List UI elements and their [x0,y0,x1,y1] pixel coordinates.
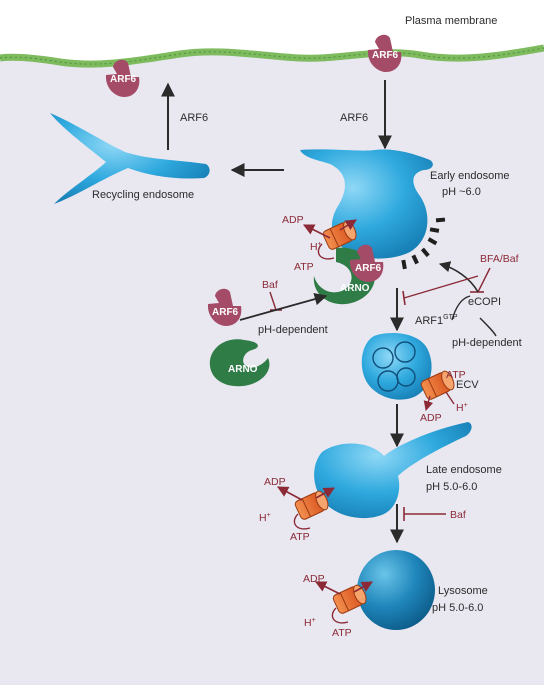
hplus-label-early: H+ [310,241,322,253]
arrow-adp-late [277,486,303,501]
extracellular-space [0,0,544,65]
early-endosome-label: Early endosome [430,170,510,182]
arrow-ecopi-to-coat [438,261,479,293]
adp-label-ecv: ADP [420,412,442,424]
lysosome [357,550,435,630]
arf6-label-early: ARF6 [355,263,382,274]
lysosome-label: Lysosome [438,585,488,597]
hplus-label-ecv: H+ [456,402,468,414]
arrow-hplus-lysosome [353,581,373,593]
bfa-baf-label: BFA/Baf [480,253,519,265]
arrow-atp-early [317,243,335,260]
adp-label-early: ADP [282,214,304,226]
atp-label-late: ATP [290,531,310,543]
arrow-adp-early [302,224,331,239]
arrow-hplus-early [339,219,357,231]
arf6-label-recycling-arrow: ARF6 [180,112,208,124]
adp-label-lysosome: ADP [303,573,325,585]
baf-label-arno: Baf [262,279,278,291]
atp-label-ecv: ATP [446,369,466,381]
arrow-arf1-to-ecopi [451,295,471,321]
ph-dependent-label-arno: pH-dependent [258,324,328,336]
late-endosome-ph: pH 5.0-6.0 [426,481,477,493]
arrow-atp-late [293,513,311,530]
arf6-label-membrane-left: ARF6 [110,74,137,85]
arf6-label-endocytosis-arrow: ARF6 [340,112,368,124]
atp-label-early: ATP [294,261,314,273]
arrow-hplus-ecv [445,391,455,405]
hplus-label-late: H+ [259,512,271,524]
bfa-inhibit-path-line [403,275,479,299]
baf-inhibit-line-arno [269,291,277,311]
arrow-atp-lysosome [331,607,349,624]
arrow-adp-lysosome [314,581,341,595]
late-endosome-label: Late endosome [426,464,502,476]
ecopi-label: eCOPI [468,296,501,308]
arrow-hplus-late [315,487,335,499]
hplus-label-lysosome: H+ [304,617,316,629]
arrow-adp-ecv [423,395,434,411]
recycling-endosome-label: Recycling endosome [92,189,194,201]
ecv-label: ECV [456,379,479,391]
ph-dependent-label-arf1: pH-dependent [452,337,522,349]
arno-label-early: ARNO [340,283,370,294]
recycling-endosome [50,113,210,204]
bfa-baf-inhibit-line [477,267,491,293]
arf1-gtp-label: ARF1GTP [415,314,458,327]
arrow-ph-dependent-arno [239,292,328,321]
adp-label-late: ADP [264,476,286,488]
bfa-inhibit-path-bar [402,290,406,306]
arf6-label-free: ARF6 [212,307,239,318]
ecv-intraluminal-vesicles [372,341,416,392]
arrow-ph-dependent-arf1 [479,317,497,337]
lysosome-ph: pH 5.0-6.0 [432,602,483,614]
plasma-membrane-texture [0,47,544,65]
arf6-label-membrane-right: ARF6 [372,50,399,61]
early-endosome-ph: pH ~6.0 [442,186,481,198]
ecopi-coat [401,217,446,270]
arno-label-free: ARNO [228,364,258,375]
atp-label-lysosome: ATP [332,627,352,639]
late-endosome [314,422,472,519]
plasma-membrane-label: Plasma membrane [405,15,497,27]
baf-label-late: Baf [450,509,466,521]
arno-free [209,339,270,387]
